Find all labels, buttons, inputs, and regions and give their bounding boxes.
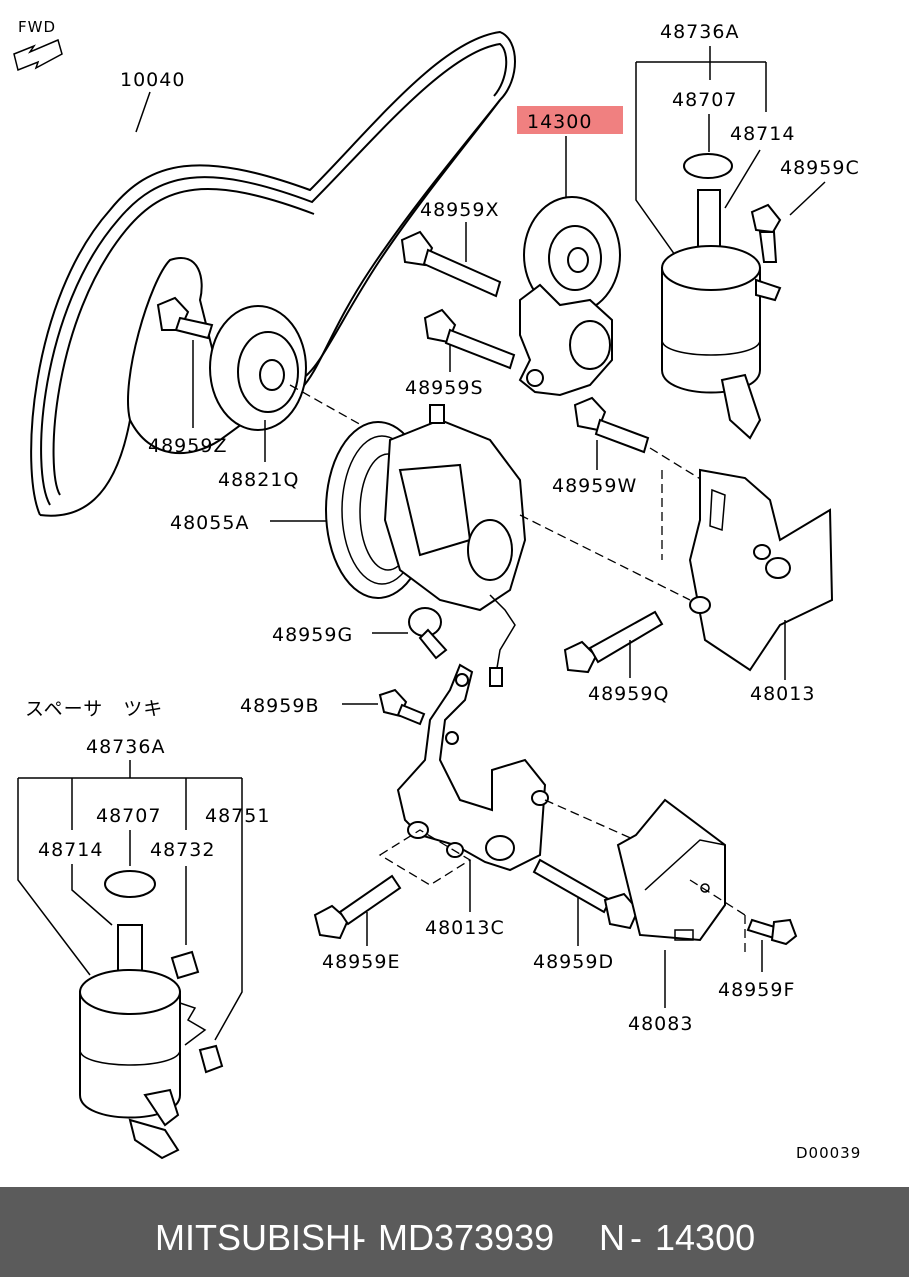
label-48959D: 48959D <box>533 951 614 973</box>
label-48714-bottom: 48714 <box>38 839 103 861</box>
label-48083: 48083 <box>628 1013 693 1035</box>
bolt-48959c <box>750 203 782 263</box>
label-48959Z: 48959Z <box>148 435 227 457</box>
highlight-box <box>517 106 623 134</box>
label-48751: 48751 <box>205 805 270 827</box>
footer-separator-1: - <box>354 1217 366 1258</box>
label-48707-bottom: 48707 <box>96 805 161 827</box>
bracket-48013c <box>396 663 549 872</box>
label-48821Q: 48821Q <box>218 469 299 491</box>
bolt-48959b <box>378 688 426 726</box>
bolt-48959g <box>408 607 448 660</box>
bolt-48959s <box>423 308 516 370</box>
label-48055A: 48055A <box>170 512 249 534</box>
bolt-48959w <box>573 396 650 454</box>
diagram-canvas: FWD 10040 14300 48821Q 48959Z <box>13 18 861 1162</box>
cover-48083 <box>616 798 726 942</box>
fwd-label: FWD <box>18 18 56 36</box>
bracket-48736A-bottom <box>17 760 243 1041</box>
label-48736A-bottom: 48736A <box>86 736 165 758</box>
parts-diagram: FWD 10040 14300 48821Q 48959Z <box>13 18 861 1162</box>
leader-belt <box>135 91 151 133</box>
footer-separator-2: - <box>630 1217 642 1258</box>
bracket-48736A-top <box>635 46 767 256</box>
bolt-48959z <box>156 296 214 340</box>
fwd-arrow-icon <box>13 38 63 72</box>
reservoir-bottom <box>79 870 224 1160</box>
label-48959E: 48959E <box>322 951 400 973</box>
footer-ref-prefix: N <box>599 1217 625 1258</box>
label-48714-top: 48714 <box>730 123 795 145</box>
label-48959B: 48959B <box>240 695 319 717</box>
label-48959S: 48959S <box>405 377 484 399</box>
label-10040: 10040 <box>120 69 185 91</box>
label-48732: 48732 <box>150 839 215 861</box>
label-14300: 14300 <box>527 111 592 133</box>
label-48959X: 48959X <box>420 199 499 221</box>
doc-code: D00039 <box>796 1144 861 1162</box>
footer-bar: MITSUBISHI - MD373939 N - 14300 <box>0 1187 909 1277</box>
bolt-48959e <box>313 874 402 940</box>
label-48959Q: 48959Q <box>588 683 669 705</box>
bracket-48013 <box>688 468 834 672</box>
label-48013: 48013 <box>750 683 815 705</box>
bolt-48959d <box>532 858 640 930</box>
drive-belt <box>30 30 516 517</box>
label-48959C: 48959C <box>780 157 860 179</box>
label-48736A-top: 48736A <box>660 21 739 43</box>
power-steering-pump <box>325 404 527 687</box>
reservoir-top <box>661 153 782 440</box>
label-48013C: 48013C <box>425 917 505 939</box>
label-48707-top: 48707 <box>672 89 737 111</box>
bolt-48959f <box>746 918 798 946</box>
footer-ref-number: 14300 <box>655 1217 756 1258</box>
bolt-48959q <box>563 610 664 674</box>
bolt-48959x <box>400 230 502 298</box>
label-48959F: 48959F <box>718 979 795 1001</box>
spacer-note: スペーサ ツキ <box>25 698 163 720</box>
footer-brand: MITSUBISHI <box>155 1217 362 1258</box>
label-48959W: 48959W <box>552 475 637 497</box>
idler-pulley <box>209 305 307 431</box>
footer-part-number: MD373939 <box>378 1217 555 1258</box>
label-48959G: 48959G <box>272 624 353 646</box>
tensioner-assembly <box>518 196 621 397</box>
